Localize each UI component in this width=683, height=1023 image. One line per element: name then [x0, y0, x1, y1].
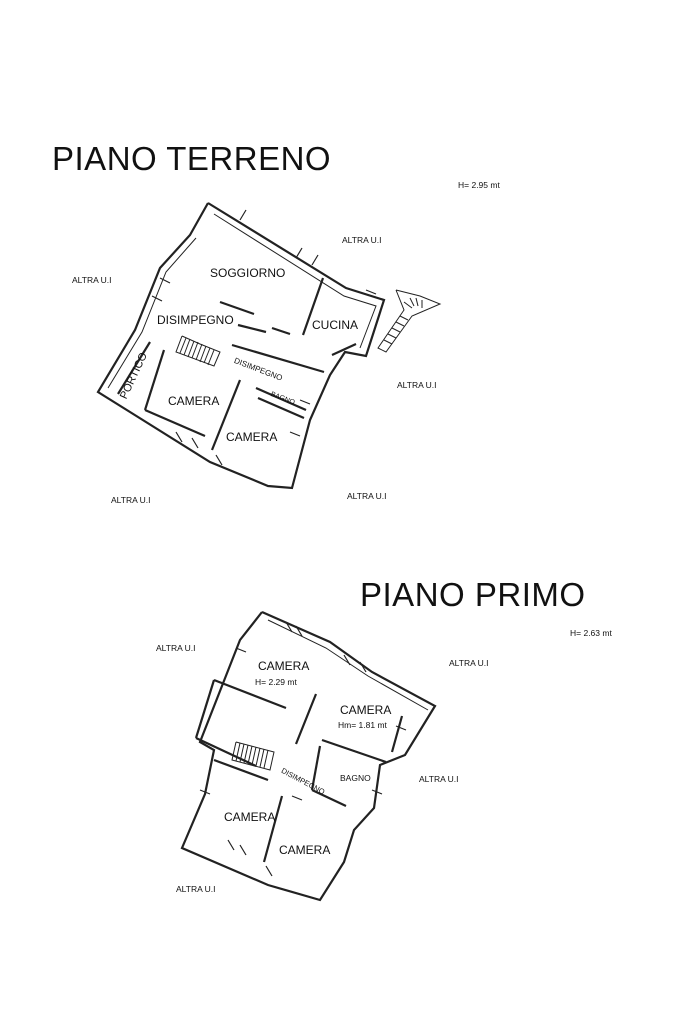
first-room-camera-bottom-right: CAMERA [279, 843, 331, 857]
first-room-camera-top-height: H= 2.29 mt [255, 677, 297, 687]
ground-neighbor-bottom-center: ALTRA U.I [347, 491, 387, 501]
first-neighbor-top-right: ALTRA U.I [449, 658, 489, 668]
first-staircase [231, 741, 275, 771]
ground-room-disimpegno: DISIMPEGNO [157, 313, 234, 327]
ground-windows [151, 209, 377, 466]
first-floor-title: PIANO PRIMO [360, 576, 586, 613]
first-wall-camera-right-left [294, 693, 318, 745]
first-wall-bottom-divider [262, 795, 284, 863]
first-room-camera-right: CAMERA [340, 703, 392, 717]
ground-wall-living-kitchen [301, 277, 325, 336]
ground-neighbor-right: ALTRA U.I [397, 380, 437, 390]
ground-outer-wall [96, 202, 386, 490]
ground-wall-corridor-bottom [143, 349, 166, 411]
ground-neighbor-bottom-left: ALTRA U.I [111, 495, 151, 505]
first-room-camera-top: CAMERA [258, 659, 310, 673]
first-windows [199, 621, 407, 877]
first-neighbor-bottom-left: ALTRA U.I [176, 884, 216, 894]
first-outer-wall [180, 610, 437, 902]
first-wall-camera-top-bottom [213, 678, 287, 710]
ground-wall-corridor-top [231, 343, 325, 374]
ground-room-soggiorno: SOGGIORNO [210, 266, 286, 280]
ground-floor-title: PIANO TERRENO [52, 140, 332, 177]
first-room-camera-bottom-left: CAMERA [224, 810, 276, 824]
ground-external-stair [377, 289, 442, 353]
ground-neighbor-left: ALTRA U.I [72, 275, 112, 285]
ground-room-camera-right: CAMERA [226, 430, 278, 444]
first-neighbor-top-left: ALTRA U.I [156, 643, 196, 653]
ground-room-cucina: CUCINA [312, 318, 359, 332]
ground-wall-disimpegno [219, 300, 255, 316]
first-neighbor-right: ALTRA U.I [419, 774, 459, 784]
ground-wall-bath [255, 386, 307, 412]
ground-room-camera-left: CAMERA [168, 394, 220, 408]
ground-wall-portico [117, 341, 151, 395]
first-room-bagno: BAGNO [340, 773, 371, 783]
ground-floor-height-note: H= 2.95 mt [458, 180, 500, 190]
first-floor-height-note: H= 2.63 mt [570, 628, 612, 638]
first-room-camera-right-height: Hm= 1.81 mt [338, 720, 387, 730]
ground-staircase [175, 335, 221, 367]
ground-neighbor-top-right: ALTRA U.I [342, 235, 382, 245]
